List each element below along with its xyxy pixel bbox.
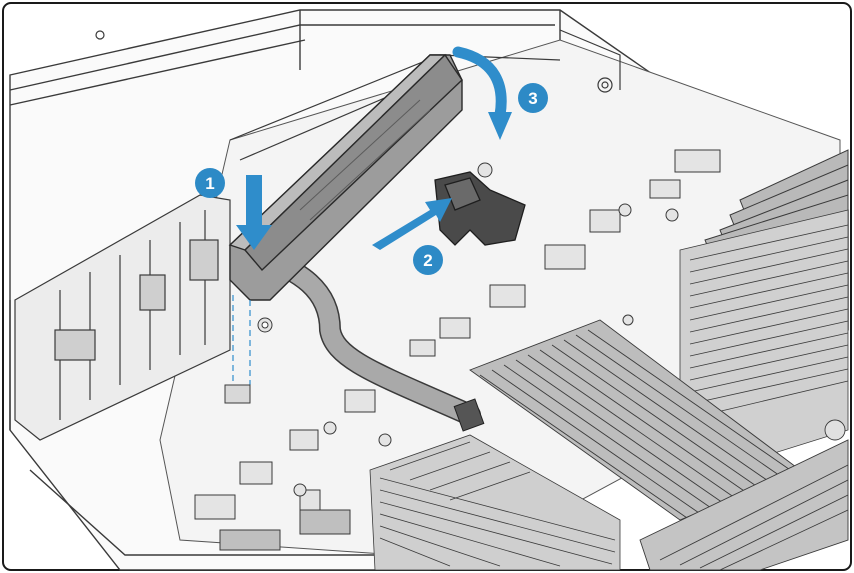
callout-1-badge: [195, 168, 225, 198]
heatsink-bottom: [369, 434, 621, 571]
memory-slots-middle: [469, 319, 801, 521]
drive-cage-area: [14, 194, 231, 441]
arrow-1-down: [236, 175, 272, 250]
callout-3: 3: [518, 83, 548, 113]
storage-controller-module: [228, 53, 463, 301]
arrow-3-rotate: [452, 46, 507, 121]
lower-left-ports: [219, 509, 351, 551]
callout-3-badge: [518, 83, 548, 113]
arrow-3-head: [488, 112, 512, 140]
retention-bracket: [434, 171, 526, 246]
callout-1: 1: [195, 168, 225, 198]
callout-2-label: 2: [423, 251, 432, 270]
memory-slots-lower: [639, 419, 849, 571]
arrow-2-insert: [372, 198, 452, 250]
heatsink-right: [679, 209, 849, 471]
callout-2-badge: [413, 245, 443, 275]
slot-socket: [224, 384, 251, 404]
callout-1-label: 1: [205, 174, 214, 193]
alignment-guides: [232, 295, 251, 385]
board-connectors: [194, 149, 721, 520]
callout-3-label: 3: [528, 89, 537, 108]
callout-2: 2: [413, 245, 443, 275]
cable-connector: [453, 398, 485, 432]
